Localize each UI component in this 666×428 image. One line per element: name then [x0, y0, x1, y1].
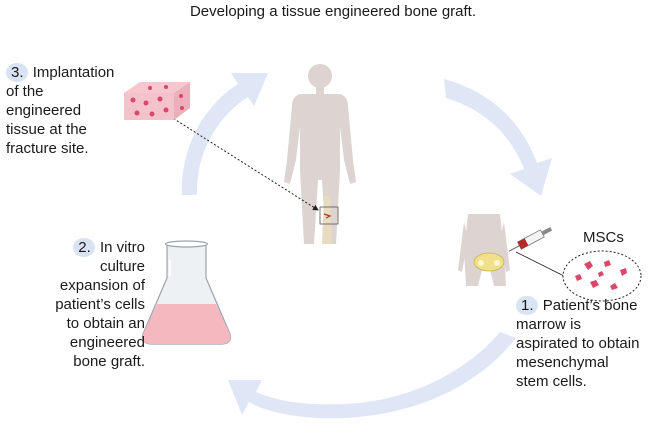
msc-connector: [515, 251, 567, 278]
step-3-number: 3.: [6, 63, 28, 82]
pelvis-icon: [473, 252, 505, 272]
human-body-icon: [284, 64, 356, 244]
patient-torso-icon: [458, 214, 510, 286]
step-2-number: 2.: [73, 238, 95, 257]
flask-icon: [141, 240, 232, 345]
step-3-text: 3. Implantation of the engineered tissue…: [6, 63, 115, 157]
msc-label: MSCs: [583, 229, 624, 246]
syringe-icon: [508, 226, 553, 252]
petri-dish-icon: [562, 250, 642, 302]
page-title: Developing a tissue engineered bone graf…: [189, 3, 477, 20]
step-1-number: 1.: [516, 296, 538, 315]
implantation-path: [159, 109, 319, 211]
step-1-text: 1. Patient’s bone marrow is aspirated to…: [516, 296, 640, 390]
cycle-arrow-icon: [181, 73, 552, 419]
step-2-text: 2. In vitro culture expansion of patient…: [55, 238, 145, 370]
leg-bone-icon: [319, 196, 339, 244]
scaffold-icon: [124, 82, 190, 120]
